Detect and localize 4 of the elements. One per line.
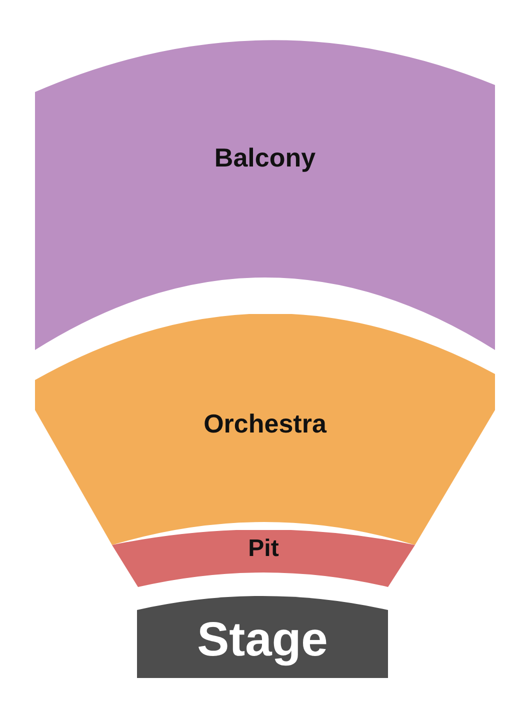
section-label: Balcony [214,142,316,174]
section-label: Pit [248,535,279,563]
stage-label: Stage [197,612,328,668]
section-label: Orchestra [204,408,326,440]
